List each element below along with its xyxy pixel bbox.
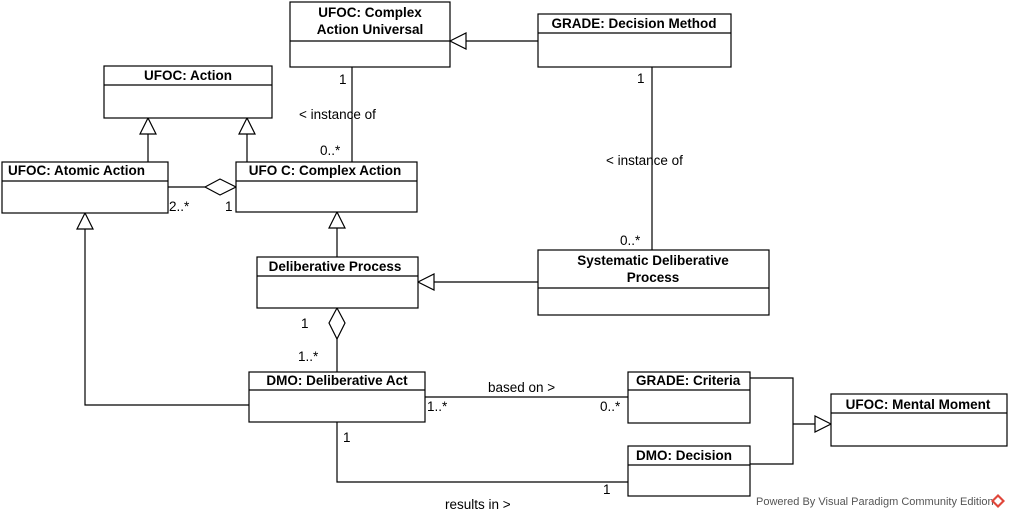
label-instance-of: < instance of [299, 107, 376, 122]
class-name-line: UFOC: Complex [318, 5, 422, 20]
class-complex-action[interactable]: UFO C: Complex Action [235, 161, 418, 213]
class-name-line: GRADE: Criteria [636, 373, 741, 388]
edge-act-results-in-decision [336, 422, 628, 483]
multiplicity: 1..* [427, 399, 448, 414]
generalization-arrowhead [139, 116, 157, 135]
class-mental-moment[interactable]: UFOC: Mental Moment [830, 393, 1008, 447]
multiplicity: 1 [343, 430, 351, 445]
multiplicity: 0..* [320, 143, 341, 158]
multiplicity: 1 [339, 72, 347, 87]
class-name-line: UFOC: Action [144, 68, 232, 83]
multiplicity: 0..* [620, 233, 641, 248]
edges [76, 32, 833, 483]
class-decision-method[interactable]: GRADE: Decision Method [537, 13, 732, 68]
class-decision[interactable]: DMO: Decision [627, 445, 751, 497]
edge-decision-to-mental-moment [750, 424, 794, 465]
edge-criteria-to-mental-moment [750, 377, 794, 424]
multiplicity: 0..* [600, 399, 621, 414]
class-name-line: Action Universal [317, 22, 424, 37]
class-complex-action-universal[interactable]: UFOC: Complex Action Universal [289, 1, 451, 68]
aggregation-diamond [203, 178, 238, 196]
multiplicities: 1 0..* 1 0..* 2..* 1 1 1..* 1..* 0..* 1 … [169, 71, 645, 497]
class-name-line: Systematic Deliberative [577, 253, 729, 268]
generalization-arrowhead [416, 273, 435, 291]
generalization-arrowhead [814, 415, 833, 433]
class-name-line: UFOC: Mental Moment [846, 397, 991, 412]
multiplicity: 1 [301, 316, 309, 331]
class-deliberative-act[interactable]: DMO: Deliberative Act [248, 371, 426, 423]
class-systematic-deliberative-process[interactable]: Systematic Deliberative Process [537, 249, 770, 316]
class-name-line: GRADE: Decision Method [551, 16, 716, 31]
class-criteria[interactable]: GRADE: Criteria [627, 371, 751, 424]
class-name-line: DMO: Deliberative Act [266, 373, 408, 388]
class-action[interactable]: UFOC: Action [103, 65, 273, 119]
generalization-arrowhead [76, 211, 94, 230]
watermark: Powered By Visual Paradigm Community Edi… [756, 494, 1005, 508]
label-results-in: results in > [445, 497, 511, 512]
class-atomic-action[interactable]: UFOC: Atomic Action [1, 161, 169, 214]
label-based-on: based on > [488, 380, 555, 395]
class-name-line: DMO: Decision [636, 448, 732, 463]
visual-paradigm-logo-icon [991, 494, 1005, 508]
class-name-line: UFOC: Atomic Action [8, 163, 145, 178]
edge-deliberative-act-to-atomic-action [84, 229, 249, 406]
class-name-line: Process [627, 270, 680, 285]
multiplicity: 1 [225, 199, 233, 214]
multiplicity: 2..* [169, 199, 190, 214]
watermark-text: Powered By Visual Paradigm Community Edi… [756, 496, 994, 508]
class-deliberative-process[interactable]: Deliberative Process [256, 256, 419, 309]
generalization-arrowhead [238, 116, 256, 135]
class-name-line: Deliberative Process [269, 259, 402, 274]
generalization-arrowhead [448, 32, 467, 50]
association-labels: < instance of < instance of based on > r… [299, 107, 683, 512]
label-instance-of: < instance of [606, 153, 683, 168]
generalization-arrowhead [328, 210, 346, 229]
aggregation-diamond [328, 306, 346, 341]
multiplicity: 1..* [298, 349, 319, 364]
class-name-line: UFO C: Complex Action [249, 163, 402, 178]
multiplicity: 1 [603, 482, 611, 497]
multiplicity: 1 [637, 71, 645, 86]
